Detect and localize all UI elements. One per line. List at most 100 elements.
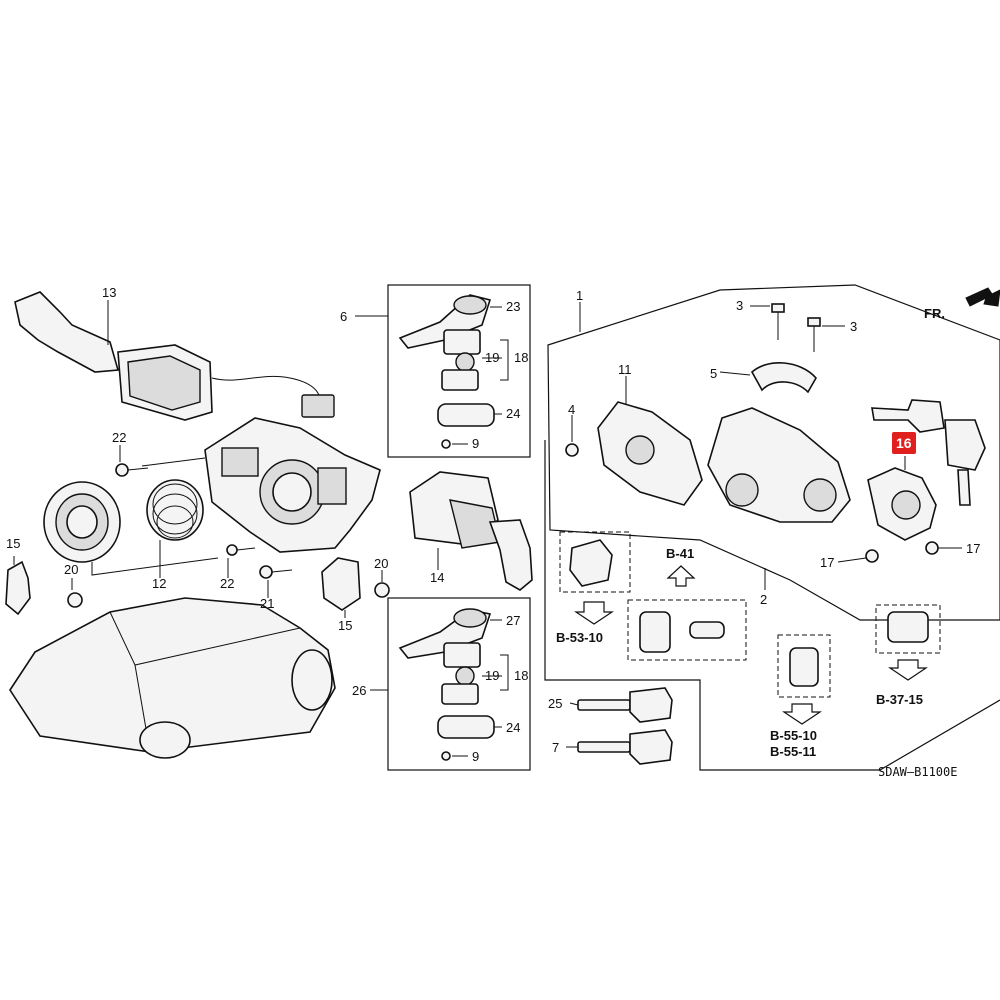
combination-switch-13 <box>14 291 335 421</box>
label-25: 25 <box>548 696 562 711</box>
switch-15-left <box>5 560 31 616</box>
label-24-bottom: 24 <box>506 720 520 735</box>
screw-17-left <box>865 549 879 563</box>
screw-22-bottom <box>226 544 256 556</box>
key-set <box>871 399 986 506</box>
direction-label: FR. <box>924 306 945 321</box>
group-box-6 <box>387 284 531 458</box>
ref-box-b5510 <box>777 634 831 698</box>
arrow-b41 <box>666 565 696 587</box>
key-ring-16 <box>867 467 937 541</box>
label-24-top: 24 <box>506 406 520 421</box>
diagram-code: SDAW—B1100E <box>878 765 957 779</box>
label-18-bottom: 18 <box>514 668 528 683</box>
label-15-right: 15 <box>338 618 352 633</box>
label-4: 4 <box>568 402 575 417</box>
label-15-left: 15 <box>6 536 20 551</box>
label-17-right: 17 <box>966 541 980 556</box>
housing-port-left <box>725 473 759 507</box>
ref-box-b5310 <box>559 531 631 593</box>
ref-b5511: B-55-11 <box>770 744 816 759</box>
reference-labels: B-41 B-53-10 B-55-10 B-55-11 B-37-15 <box>556 546 923 759</box>
group-box-1 <box>547 284 1000 621</box>
switch-15-right <box>321 557 361 611</box>
coil-spring <box>146 479 204 541</box>
lock-cylinder-hole <box>625 435 655 465</box>
cancel-ring <box>43 481 121 563</box>
label-26: 26 <box>352 683 366 698</box>
battery-19-bottom <box>455 666 475 686</box>
label-6: 6 <box>340 309 347 324</box>
label-9-bottom: 9 <box>472 749 479 764</box>
label-2: 2 <box>760 592 767 607</box>
bolt-3-right <box>807 317 821 352</box>
key-25 <box>577 687 673 723</box>
ref-box-b3715 <box>875 604 941 654</box>
transmitter-base-bottom <box>441 683 479 705</box>
leader-lines <box>13 300 962 757</box>
key-fob-27 <box>398 608 492 659</box>
screw-17-right <box>925 541 939 555</box>
group-box-26 <box>387 597 531 771</box>
label-12: 12 <box>152 576 166 591</box>
label-14: 14 <box>430 570 444 585</box>
arrow-b3715 <box>888 659 928 681</box>
cylinder-part-b3715 <box>887 611 929 643</box>
arrow-b5510 <box>782 703 822 725</box>
label-9-top: 9 <box>472 436 479 451</box>
label-3-left: 3 <box>736 298 743 313</box>
screw-9-top <box>441 439 451 449</box>
label-27: 27 <box>506 613 520 628</box>
ref-box-b41 <box>627 599 747 661</box>
cylinder-part-b5310 <box>569 539 613 587</box>
key-7 <box>577 729 673 765</box>
cover-24-bottom <box>437 715 495 739</box>
highlight-16-box <box>892 432 916 454</box>
screw-20-right <box>374 582 390 598</box>
cylinder-part-b41 <box>639 611 671 653</box>
label-19-bottom: 19 <box>485 668 499 683</box>
label-22-top: 22 <box>112 430 126 445</box>
label-7: 7 <box>552 740 559 755</box>
label-21: 21 <box>260 596 274 611</box>
transmitter-18-bottom <box>443 642 481 668</box>
ref-b3715: B-37-15 <box>876 692 923 707</box>
car-silhouette <box>9 597 336 759</box>
label-20-right: 20 <box>374 556 388 571</box>
wiper-switch-14 <box>409 471 533 591</box>
label-18-top: 18 <box>514 350 528 365</box>
bolt-3-left <box>771 303 785 340</box>
battery-19-top <box>455 352 475 372</box>
label-16: 16 <box>896 435 912 451</box>
label-11: 11 <box>618 362 632 377</box>
part-labels: 13 22 15 20 12 22 21 20 15 14 6 23 19 18… <box>6 285 980 764</box>
label-19-top: 19 <box>485 350 499 365</box>
screw-20-left <box>67 592 83 608</box>
transmitter-base-top <box>441 369 479 391</box>
label-13: 13 <box>102 285 116 300</box>
screw-4 <box>565 443 579 457</box>
ref-b41: B-41 <box>666 546 694 561</box>
screw-9-bottom <box>441 751 451 761</box>
ref-b5510: B-55-10 <box>770 728 817 743</box>
transmitter-18-top <box>443 329 481 355</box>
ref-b5310: B-53-10 <box>556 630 603 645</box>
highlight-16[interactable]: 16 <box>892 432 916 454</box>
label-22-bottom: 22 <box>220 576 234 591</box>
arrow-b5310 <box>574 601 614 625</box>
fr-arrow-icon <box>965 287 1000 307</box>
small-part-b41 <box>689 621 725 639</box>
screw-22-top <box>115 463 149 477</box>
label-17-left: 17 <box>820 555 834 570</box>
housing-port-right <box>803 478 837 512</box>
cover-24-top <box>437 403 495 427</box>
label-5: 5 <box>710 366 717 381</box>
cable-reel-assembly <box>204 417 381 553</box>
label-20-left: 20 <box>64 562 78 577</box>
label-23: 23 <box>506 299 520 314</box>
cylinder-part-b5510 <box>789 647 819 687</box>
group-box-2 <box>544 440 1000 771</box>
bracket-5 <box>750 362 817 394</box>
label-1: 1 <box>576 288 583 303</box>
